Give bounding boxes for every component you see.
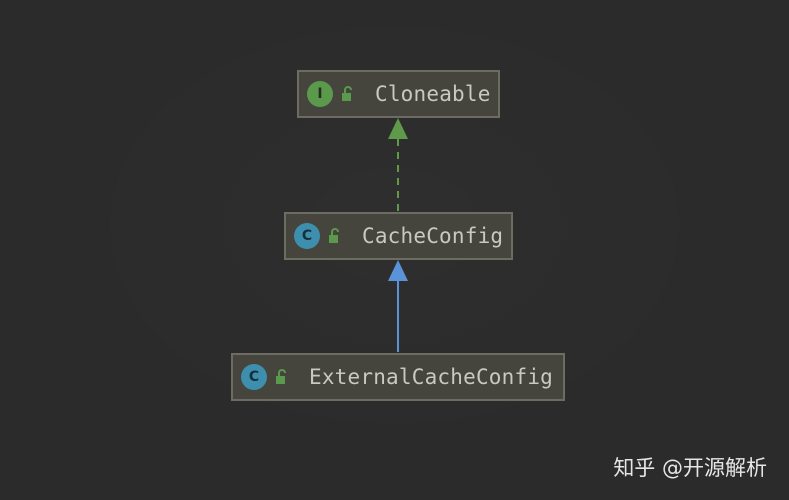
open-lock-icon <box>328 227 342 245</box>
watermark-text: 知乎 @开源解析 <box>613 456 767 480</box>
node-cacheconfig[interactable]: C CacheConfig <box>284 212 513 260</box>
node-label-cloneable: Cloneable <box>375 82 491 106</box>
class-icon: C <box>241 364 267 390</box>
interface-icon: I <box>307 81 333 107</box>
node-label-externalcacheconfig: ExternalCacheConfig <box>309 365 554 389</box>
arrowhead-implements <box>388 118 408 139</box>
class-icon: C <box>294 223 320 249</box>
open-lock-icon <box>275 368 289 386</box>
edge-extends-external-cacheconfig <box>388 260 408 352</box>
open-lock-icon <box>341 85 355 103</box>
node-label-cacheconfig: CacheConfig <box>362 224 504 248</box>
node-cloneable[interactable]: I Cloneable <box>297 70 500 118</box>
node-externalcacheconfig[interactable]: C ExternalCacheConfig <box>231 353 565 401</box>
arrowhead-extends <box>388 260 408 281</box>
edge-implements-cacheconfig-cloneable <box>388 118 408 211</box>
